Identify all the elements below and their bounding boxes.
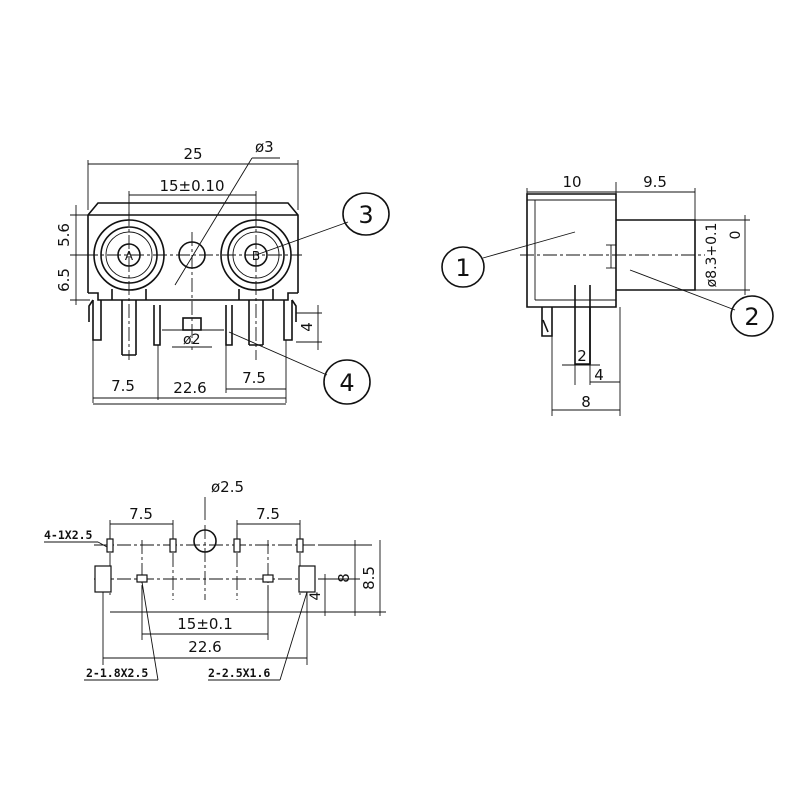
callout-1: 1 bbox=[455, 254, 470, 282]
jack-b-label: B bbox=[252, 249, 260, 263]
label-slots: 4-1X2.5 bbox=[44, 528, 93, 542]
jack-a-label: A bbox=[125, 249, 134, 263]
dim-foot-right: 7.5 bbox=[256, 505, 280, 523]
dim-barrel-dia: ø8.3+0.1 bbox=[704, 223, 720, 288]
front-view: A B 25 bbox=[55, 138, 390, 405]
dim-pin-offset: 4 bbox=[594, 366, 604, 384]
dim-body: 10 bbox=[562, 173, 581, 191]
dim-barrel-tol: 0 bbox=[728, 231, 744, 240]
dim-mid: 6.5 bbox=[55, 268, 73, 292]
dim-jack-spacing: 15±0.10 bbox=[159, 177, 224, 195]
callout-2: 2 bbox=[744, 303, 759, 331]
dim-foot-height-2: 8.5 bbox=[360, 566, 378, 590]
dim-barrel: 9.5 bbox=[643, 173, 667, 191]
dim-foot-inner: 15±0.1 bbox=[177, 615, 233, 633]
dim-top: 5.6 bbox=[55, 223, 73, 247]
dim-right-pin: 7.5 bbox=[242, 369, 266, 387]
callout-4: 4 bbox=[339, 369, 354, 397]
label-pins: 2-1.8X2.5 bbox=[86, 666, 148, 680]
dim-side-pin: 2 bbox=[577, 347, 587, 365]
footprint-view: 7.5 7.5 ø2.5 15±0.1 22.6 8 8.5 4 4-1X2.5… bbox=[44, 478, 386, 681]
dim-pad-offset: 4 bbox=[308, 591, 324, 600]
dim-foot-hole: ø2.5 bbox=[211, 478, 244, 496]
dim-pin: ø2 bbox=[183, 332, 200, 348]
dim-depth: 8 bbox=[581, 393, 591, 411]
callout-3: 3 bbox=[358, 201, 373, 229]
dim-foot-height-1: 8 bbox=[335, 573, 353, 583]
label-pads: 2-2.5X1.6 bbox=[208, 666, 270, 680]
dim-foot-outer: 22.6 bbox=[188, 638, 221, 656]
dim-foot-left: 7.5 bbox=[129, 505, 153, 523]
dim-width: 25 bbox=[183, 145, 202, 163]
dim-hole: ø3 bbox=[255, 138, 274, 156]
dim-outer-pins: 22.6 bbox=[173, 379, 206, 397]
side-view: 8 2 4 10 9.5 ø8.3+0.1 0 1 2 bbox=[441, 173, 774, 416]
dim-left-pin: 7.5 bbox=[111, 377, 135, 395]
dim-pin-height: 4 bbox=[298, 322, 316, 332]
